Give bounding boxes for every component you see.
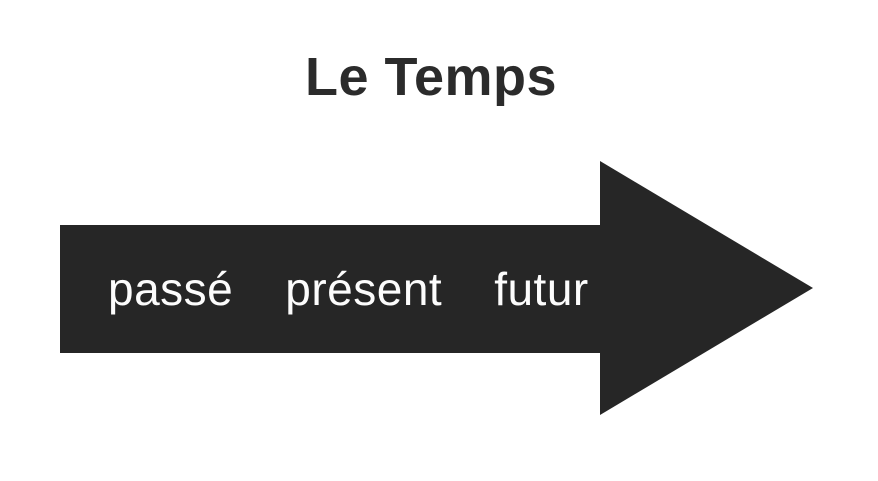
label-futur: futur <box>494 263 589 315</box>
timeline-arrow: passé présent futur <box>60 161 813 415</box>
diagram-title: Le Temps <box>304 47 558 107</box>
label-passe: passé <box>108 263 234 315</box>
arrow-shaft: passé présent futur <box>60 225 601 353</box>
arrow-head-icon <box>600 161 813 415</box>
label-present: présent <box>285 263 443 315</box>
